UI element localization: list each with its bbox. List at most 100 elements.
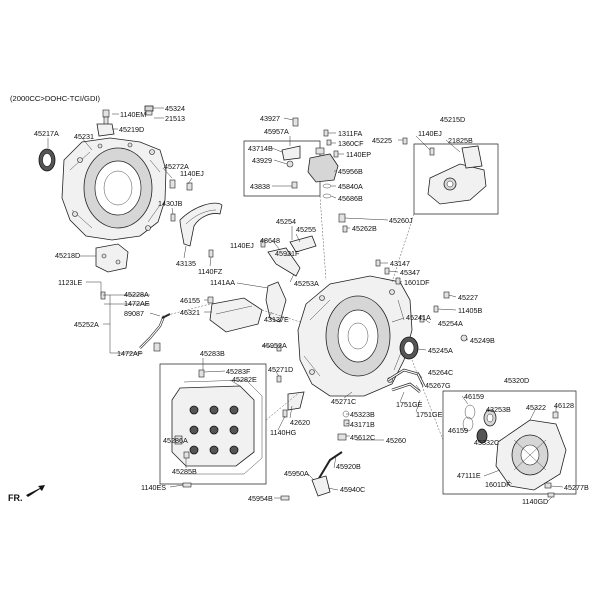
label-45225: 45225 [372,136,392,145]
label-45322: 45322 [526,403,546,412]
label-45283F: 45283F [226,367,251,376]
label-45323B: 45323B [350,410,375,419]
oil-seal-45245A [399,336,419,360]
o-ring-45840A [322,183,332,189]
label-45271C: 45271C [331,397,356,406]
label-43147: 43147 [390,259,410,268]
bolt-45227 [443,291,450,299]
bolt-1140EP [333,150,339,158]
bearing-43253B [483,409,497,427]
label-1430JB: 1430JB [158,199,183,208]
guide-lines [163,195,444,441]
label-45241A: 45241A [406,313,431,322]
label-1140EJ-bracket: 1140EJ [418,129,442,138]
part-labels: 1140EM 45324 21513 45219D 45217A 45231 4… [34,104,589,506]
bracket-45215D [427,145,487,205]
label-45245A: 45245A [428,346,453,355]
label-1123LE: 1123LE [58,278,82,287]
oil-pipe-45264C [387,368,426,387]
label-45218D: 45218D [55,251,80,260]
bracket-group-box [413,143,499,215]
label-45332C: 45332C [474,438,499,447]
label-45957A: 45957A [264,127,289,136]
bolt-46155 [207,296,214,304]
label-21513: 21513 [165,114,185,123]
label-45262B: 45262B [352,224,377,233]
sensor-45612C [337,433,347,441]
label-43253B: 43253B [486,405,511,414]
bolt-1601DF-case [395,277,401,285]
label-21825B: 21825B [448,136,473,145]
bracket-43714B [281,145,301,161]
label-45320D: 45320D [504,376,529,385]
label-1140ES: 1140ES [141,483,166,492]
label-43137E: 43137E [264,315,289,324]
front-arrow-icon [26,485,45,497]
side-cover-group-box [442,390,577,495]
label-42620: 42620 [290,418,310,427]
label-89087: 89087 [124,309,144,318]
lever-45950A [311,475,331,497]
label-45324: 45324 [165,104,185,113]
label-45282E: 45282E [232,375,257,384]
label-45253A: 45253A [294,279,319,288]
label-1140EJ-left: 1140EJ [180,169,204,178]
bolt-1140EJ-lever [260,239,266,248]
label-11405B: 11405B [458,306,482,315]
clip-43929 [286,160,294,168]
bracket-45219D [96,123,115,137]
bolt-45262B [342,225,348,233]
bolt-1430JB [170,213,176,222]
label-1360CF: 1360CF [338,139,364,148]
bolt-45272A [169,179,176,189]
label-45228A: 45228A [124,290,149,299]
bolt-1140ES [182,482,192,488]
label-45285B: 45285B [172,467,197,476]
bolt-43927 [292,117,299,127]
label-46128: 46128 [554,401,574,410]
bolt-45347 [384,267,390,275]
plug-46128 [552,411,559,419]
label-45940C: 45940C [340,485,365,494]
label-45219D: 45219D [119,125,144,134]
label-45254: 45254 [276,217,296,226]
label-46159-lower: 46159 [448,426,468,435]
label-45252A: 45252A [74,320,99,329]
label-46159-upper: 46159 [464,392,484,401]
plug-45324 [144,105,154,116]
oil-strainer-46321 [209,297,263,333]
label-43929: 43929 [252,156,272,165]
o-ring-46159-upper [464,404,476,420]
bolt-45260J [338,213,346,223]
label-45931F: 45931F [275,249,300,258]
bolt-45277B [544,482,552,489]
transmission-case-45241A [297,275,413,397]
oil-pipe-45267G [391,382,421,394]
label-45952A: 45952A [262,341,287,350]
gasket-45283F [180,379,263,475]
front-direction-indicator: FR. [8,485,45,503]
bolt-1140GD [547,492,555,498]
label-45347: 45347 [400,268,420,277]
label-45215D: 45215D [440,115,465,124]
label-43135: 43135 [176,259,196,268]
filter-43137E [265,281,287,323]
bolt-45285B [183,451,190,459]
label-46155: 46155 [180,296,200,305]
label-47111E: 47111E [457,471,481,480]
label-45249B: 45249B [470,336,495,345]
label-1140FZ: 1140FZ [198,267,223,276]
label-1140EM: 1140EM [120,110,146,119]
label-1140EP: 1140EP [346,150,371,159]
label-1472AE: 1472AE [124,299,150,308]
bolt-45228A [100,291,106,300]
plug-45249B [460,334,468,342]
bolt-45954B [280,495,290,501]
label-45260: 45260 [386,436,406,445]
label-1601DF-case: 1601DF [404,278,430,287]
label-45920B: 45920B [336,462,361,471]
label-48648: 48648 [260,236,280,245]
bolt-45225 [402,137,408,145]
label-45954B: 45954B [248,494,273,503]
